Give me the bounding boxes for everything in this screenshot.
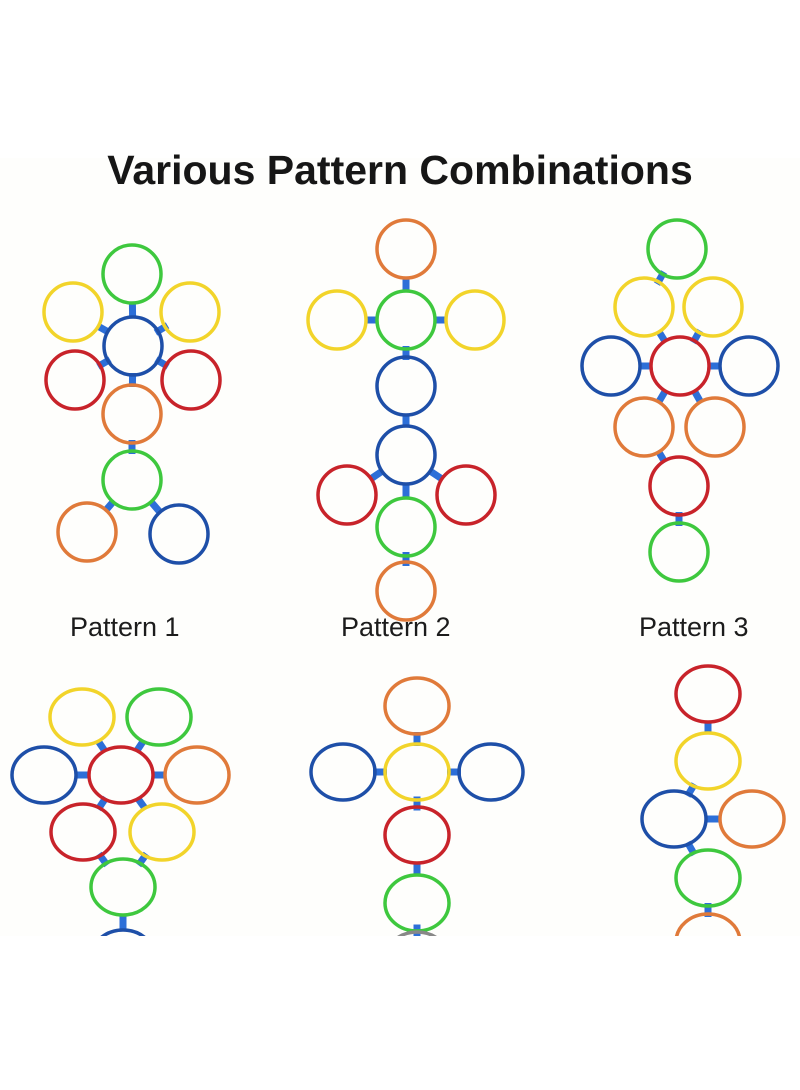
pattern-2-ring-blue bbox=[375, 424, 437, 486]
pattern-5-ring-blue bbox=[309, 742, 377, 802]
pattern-2-ring-red bbox=[316, 464, 378, 526]
pattern-1-connector bbox=[148, 499, 163, 515]
pattern-3-ring-blue bbox=[718, 335, 780, 397]
pattern-2-connector bbox=[368, 468, 385, 482]
pattern-3-ring-green bbox=[646, 218, 708, 280]
pattern-5-ring-red bbox=[383, 805, 451, 865]
pattern-2-ring-orange bbox=[375, 560, 437, 622]
pattern-2-ring-red bbox=[435, 464, 497, 526]
pattern-5-ring-green bbox=[383, 873, 451, 933]
pattern-1-ring-orange bbox=[101, 383, 163, 445]
pattern-2-ring-yellow bbox=[306, 289, 368, 351]
pattern-4-ring-red bbox=[49, 802, 117, 862]
pattern-4-ring-orange bbox=[163, 745, 231, 805]
pattern-6-ring-red bbox=[674, 664, 742, 724]
pattern-1-ring-blue bbox=[102, 315, 164, 377]
pattern-1-ring-red bbox=[160, 349, 222, 411]
pattern-3-ring-orange bbox=[684, 396, 746, 458]
pattern-3-ring-yellow bbox=[682, 276, 744, 338]
pattern-4-ring-yellow bbox=[128, 802, 196, 862]
pattern-3-ring-yellow bbox=[613, 276, 675, 338]
pattern-6-ring-yellow bbox=[674, 731, 742, 791]
pattern-3-ring-red bbox=[648, 455, 710, 517]
pattern-3-label: Pattern 3 bbox=[639, 612, 749, 642]
pattern-4-ring-yellow bbox=[48, 687, 116, 747]
page-title: Various Pattern Combinations bbox=[107, 147, 693, 193]
pattern-2-ring-yellow bbox=[444, 289, 506, 351]
pattern-1-ring-green bbox=[101, 243, 163, 305]
pattern-5-ring-blue bbox=[457, 742, 525, 802]
pattern-1-label: Pattern 1 bbox=[70, 612, 180, 642]
pattern-3-ring-orange bbox=[613, 396, 675, 458]
connectors bbox=[75, 270, 722, 936]
pattern-6-ring-orange bbox=[718, 789, 786, 849]
pattern-5-ring-undefined bbox=[397, 930, 437, 936]
rings bbox=[10, 218, 786, 936]
pattern-2-ring-green bbox=[375, 496, 437, 558]
pattern-1-ring-yellow bbox=[42, 281, 104, 343]
pattern-2-ring-green bbox=[375, 289, 437, 351]
pattern-2-ring-orange bbox=[375, 218, 437, 280]
pattern-4-ring-green bbox=[125, 687, 193, 747]
pattern-5-ring-orange bbox=[383, 676, 451, 736]
pattern-6-ring-green bbox=[674, 848, 742, 908]
pattern-2-label: Pattern 2 bbox=[341, 612, 451, 642]
pattern-1-ring-orange bbox=[56, 501, 118, 563]
pattern-4-ring-green bbox=[89, 857, 157, 917]
pattern-4-ring-blue bbox=[10, 745, 78, 805]
pattern-4-ring-red bbox=[87, 745, 155, 805]
pattern-3-ring-red bbox=[649, 335, 711, 397]
pattern-5-ring-yellow bbox=[383, 742, 451, 802]
pattern-3-ring-green bbox=[648, 521, 710, 583]
pattern-3-ring-blue bbox=[580, 335, 642, 397]
pattern-6-ring-orange bbox=[674, 912, 742, 936]
pattern-1-ring-red bbox=[44, 349, 106, 411]
pattern-2-ring-blue bbox=[375, 355, 437, 417]
pattern-4-ring-blue bbox=[100, 928, 146, 936]
pattern-6-ring-blue bbox=[640, 789, 708, 849]
pattern-1-ring-green bbox=[101, 449, 163, 511]
pattern-2-connector bbox=[428, 468, 444, 482]
pattern-1-ring-blue bbox=[148, 503, 210, 565]
pattern-1-ring-yellow bbox=[159, 281, 221, 343]
